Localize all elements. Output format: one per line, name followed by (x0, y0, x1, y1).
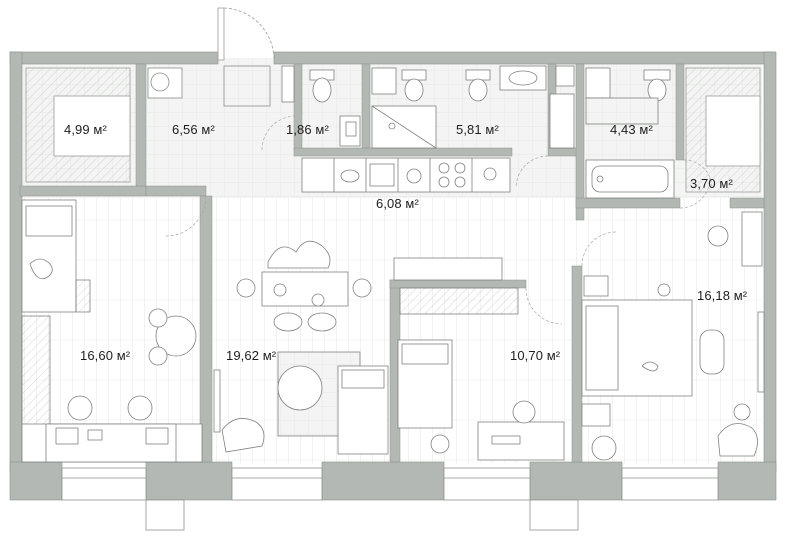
windows (61, 467, 719, 531)
exterior-walls (9, 51, 777, 501)
kids-furniture (393, 257, 565, 461)
area-label-closet-right: 3,70 м² (690, 176, 733, 191)
area-label-closet-left: 4,99 м² (64, 122, 107, 137)
bedroom-left-furniture (21, 199, 203, 463)
bath-second-fixtures (585, 67, 675, 199)
area-label-hall: 6,56 м² (172, 122, 215, 137)
area-label-living: 19,62 м² (226, 348, 277, 363)
living-furniture (213, 240, 389, 455)
kitchen-fixtures (301, 157, 511, 193)
area-label-wc: 1,86 м² (286, 122, 329, 137)
entrance-door (217, 7, 275, 61)
wc-fixtures (281, 65, 361, 147)
area-label-bedroom-right: 16,18 м² (697, 288, 748, 303)
area-label-bath-main: 5,81 м² (456, 122, 499, 137)
area-label-kitchen: 6,08 м² (376, 196, 419, 211)
area-label-bedroom-left: 16,60 м² (80, 348, 131, 363)
area-label-kids-room: 10,70 м² (510, 348, 561, 363)
closet-left-shelves (25, 67, 131, 183)
area-label-bath-second: 4,43 м² (610, 122, 653, 137)
closet-right-shelves (685, 67, 761, 193)
bedroom-right-furniture (581, 211, 765, 461)
hall-bench (147, 65, 271, 107)
bath-main-fixtures (371, 65, 575, 149)
